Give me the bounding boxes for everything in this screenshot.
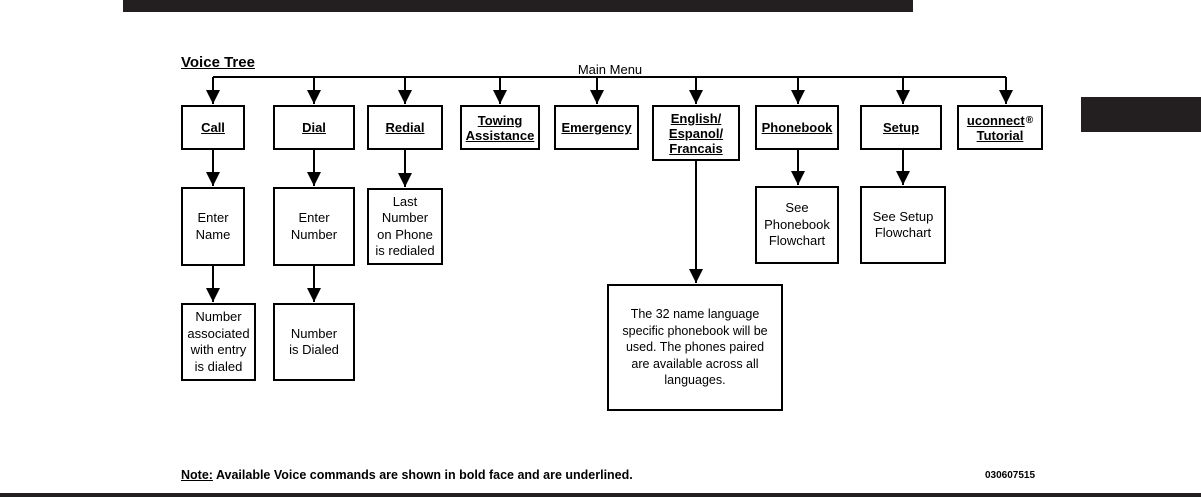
registered-mark: ®: [1025, 114, 1034, 126]
redialed-line-2: Number: [381, 210, 429, 225]
figure-code: 030607515: [985, 470, 1036, 481]
language-command-line-3: Francais: [669, 140, 723, 156]
call-command-box: Call: [181, 105, 245, 150]
associated-line-3: with entry: [190, 342, 247, 357]
section-tab: [1081, 97, 1201, 132]
redialed-line-4: is redialed: [375, 243, 435, 258]
towing-command-box: Towing Assistance: [460, 105, 540, 150]
dialed-line-2: is Dialed: [289, 342, 339, 357]
language-command-line-2: Espanol/: [668, 125, 724, 141]
language-command-line-1: English/: [670, 110, 722, 126]
enter-number-box: Enter Number: [273, 187, 355, 266]
phonebook-command-box: Phonebook: [755, 105, 839, 150]
tutorial-command-box: uconnect® Tutorial: [957, 105, 1043, 150]
associated-line-4: is dialed: [194, 358, 243, 374]
enter-number-line-2: Number: [290, 226, 338, 242]
enter-name-box: Enter Name: [181, 187, 245, 266]
language-note-line-2: specific phonebook will be: [622, 323, 768, 338]
setup-command-box: Setup: [860, 105, 942, 150]
call-command-label: Call: [201, 120, 225, 135]
towing-command-line-1: Towing: [477, 112, 523, 128]
dial-command-box: Dial: [273, 105, 355, 150]
enter-name-line-1: Enter: [197, 210, 229, 225]
redialed-line-3: on Phone: [377, 226, 433, 242]
emergency-command-box: Emergency: [554, 105, 639, 150]
top-border-bar: [123, 0, 913, 12]
dial-command-label: Dial: [302, 120, 326, 135]
redialed-line-1: Last: [392, 193, 418, 209]
emergency-command-label: Emergency: [561, 120, 632, 135]
phonebook-flowchart-line-2: Phonebook: [764, 216, 830, 232]
language-note-line-4: are available across all: [631, 356, 759, 371]
language-note-line-3: used. The phones paired: [625, 340, 765, 355]
language-note-line-5: languages.: [664, 373, 726, 388]
setup-flowchart-line-2: Flowchart: [874, 225, 932, 240]
language-note-line-1: The 32 name language: [630, 307, 760, 322]
number-associated-dialed-box: Number associated with entry is dialed: [181, 303, 256, 381]
setup-command-label: Setup: [882, 120, 920, 135]
number-is-dialed-box: Number is Dialed: [273, 303, 355, 381]
towing-command-line-2: Assistance: [465, 127, 535, 143]
phonebook-command-label: Phonebook: [761, 120, 833, 135]
main-menu-label: Main Menu: [577, 62, 643, 77]
enter-number-line-1: Enter: [298, 210, 330, 225]
associated-line-2: associated: [187, 325, 250, 341]
enter-name-line-2: Name: [195, 226, 231, 242]
diagram-title: Voice Tree: [181, 54, 255, 71]
last-number-redialed-box: Last Number on Phone is redialed: [367, 188, 443, 265]
language-command-box: English/ Espanol/ Francais: [652, 105, 740, 161]
phonebook-flowchart-line-3: Flowchart: [768, 233, 826, 249]
bottom-border-bar: [0, 493, 1201, 497]
setup-flowchart-box: See Setup Flowchart: [860, 186, 946, 264]
phonebook-flowchart-line-1: See: [785, 200, 809, 216]
note-label: Note:: [181, 468, 213, 482]
setup-flowchart-line-1: See Setup: [872, 208, 934, 224]
redial-command-box: Redial: [367, 105, 443, 150]
redial-command-label: Redial: [385, 120, 425, 135]
tutorial-command-line-2: Tutorial: [976, 127, 1024, 143]
phonebook-flowchart-box: See Phonebook Flowchart: [755, 186, 839, 264]
language-phonebook-note-box: The 32 name language specific phonebook …: [607, 284, 783, 411]
associated-line-1: Number: [195, 309, 242, 324]
dialed-line-1: Number: [290, 325, 338, 341]
tutorial-command-line-1: uconnect: [966, 112, 1025, 128]
footer-note: Note: Available Voice commands are shown…: [181, 468, 633, 482]
note-text: Available Voice commands are shown in bo…: [212, 468, 633, 482]
